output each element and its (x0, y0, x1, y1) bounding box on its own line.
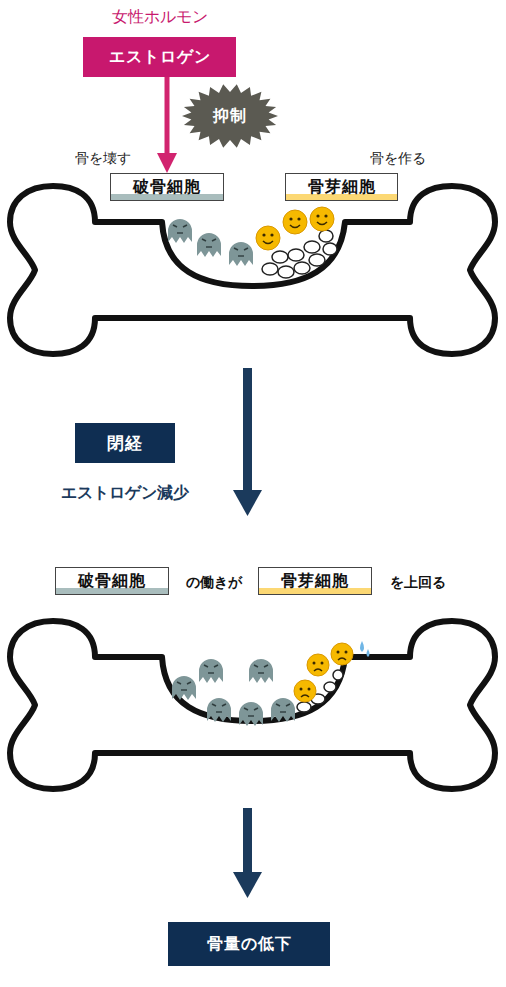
osteoclast-cell (172, 676, 196, 700)
osteoclast-cell (229, 242, 253, 266)
hormone-box: 女性ホルモンエストロゲン (83, 37, 236, 77)
osteoclast-cell (197, 233, 221, 257)
bone-healthy (10, 186, 495, 354)
osteoblast-happy (256, 226, 280, 250)
cell-label-box: 骨を作る骨芽細胞 (285, 173, 398, 201)
heading-text: 女性ホルモン (83, 7, 236, 27)
bone-weakened (10, 621, 495, 789)
burst-outline (182, 84, 278, 147)
osteoblast-happy (283, 210, 307, 234)
flow-arrow (233, 808, 262, 898)
osteoclast-cell (271, 698, 295, 722)
osteoclast-cell (249, 659, 273, 683)
osteoclast-cell (168, 219, 192, 243)
osteoblast-sad (331, 643, 353, 665)
osteoblast-sad (307, 654, 329, 676)
box-text: 抑制 (182, 84, 278, 148)
flow-arrow (233, 368, 262, 516)
cause-note: エストロゲン減少 (30, 482, 220, 504)
cell-label-box: 骨芽細胞 (258, 567, 372, 595)
heading-text: 骨を作る (358, 148, 438, 168)
cell-label-box: 破骨細胞 (55, 567, 169, 595)
box-text: エストロゲン (83, 37, 236, 77)
cell-label-box: 骨を壊す破骨細胞 (110, 173, 224, 201)
box-text: 骨芽細胞 (259, 568, 371, 594)
box-text: 閉経 (75, 423, 175, 463)
sentence-text: の働きが (172, 571, 256, 593)
box-text: 破骨細胞 (111, 174, 223, 200)
osteoclast-cell (199, 659, 223, 683)
sentence-text: を上回る (376, 571, 460, 593)
connector-line (165, 77, 170, 153)
box-text: 骨量の低下 (168, 922, 330, 966)
result-box: 骨量の低下 (168, 922, 330, 966)
osteoblast-happy (310, 207, 334, 231)
box-text: 骨芽細胞 (286, 174, 397, 200)
osteoclast-cell (239, 702, 263, 726)
osteoblast-sad (294, 680, 316, 702)
sweat-drop (367, 649, 370, 657)
bone-outline (10, 186, 495, 354)
sweat-drop (360, 641, 364, 652)
connector-arrow (157, 77, 177, 173)
bone-outline (10, 621, 495, 789)
menopause-box: 閉経 (75, 423, 175, 463)
heading-text: 骨を壊す (63, 148, 143, 168)
arrow-head (157, 153, 177, 173)
inhibit-burst: 抑制 (182, 84, 278, 148)
box-text: 破骨細胞 (56, 568, 168, 594)
osteoclast-cell (207, 698, 231, 722)
